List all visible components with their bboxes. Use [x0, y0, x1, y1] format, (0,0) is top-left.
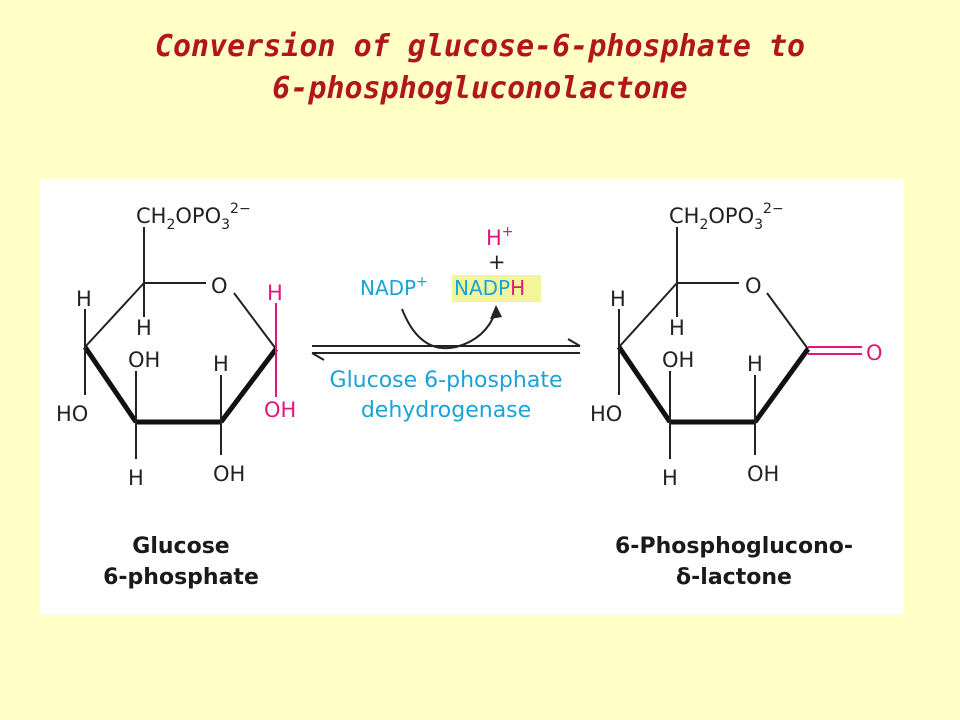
slide-title: Conversion of glucose-6-phosphate to 6-p…	[0, 26, 960, 110]
product-c3-oh: OH	[662, 348, 694, 372]
nadp-plus-label: NADP+	[360, 274, 428, 300]
product-c4-h: H	[610, 287, 626, 311]
bond-c2-c1	[219, 347, 278, 424]
phosphoglucono-lactone-structure: CH2OPO32− O H H OH H O HO H OH 6-Phospho…	[590, 201, 883, 590]
product-c4-ho: HO	[590, 402, 622, 426]
bond-o-c1-product	[766, 292, 809, 350]
reactant-ring-oxygen: O	[211, 274, 228, 298]
product-c2-oh: OH	[747, 462, 779, 486]
product-ch2opo3-label: CH2OPO32−	[669, 201, 784, 233]
reactant-c4-h: H	[76, 287, 92, 311]
product-name-line-2: δ-lactone	[676, 565, 792, 590]
h-plus-label: H+	[486, 224, 514, 250]
title-line-2: 6-phosphogluconolactone	[272, 71, 688, 106]
reverse-arrowhead	[311, 352, 325, 361]
bond-c5-c4-product	[618, 282, 678, 348]
reactant-anomeric-oh: OH	[264, 398, 296, 422]
reactant-c3-oh: OH	[128, 348, 160, 372]
nadph-label: NADPH	[454, 276, 525, 300]
plus-sign: +	[488, 250, 506, 274]
forward-arrowhead	[567, 338, 581, 347]
bond-c4-c3	[82, 345, 139, 424]
reactant-anomeric-h: H	[267, 281, 283, 305]
cofactor-arrowhead	[490, 305, 502, 319]
reaction-center: H+ + NADP+ NADPH Glucose 6-phosphate deh…	[311, 224, 581, 423]
product-c2-h: H	[747, 352, 763, 376]
product-c5-h: H	[669, 316, 685, 340]
product-ring-oxygen: O	[745, 274, 762, 298]
product-c3-h: H	[662, 466, 678, 490]
bond-c5-c4	[84, 282, 145, 348]
product-name-line-1: 6-Phosphoglucono-	[615, 534, 853, 559]
bond-o-c1	[233, 292, 277, 350]
reactant-c3-h: H	[128, 466, 144, 490]
reactant-name-line-1: Glucose	[132, 534, 229, 559]
title-line-1: Conversion of glucose-6-phosphate to	[154, 29, 806, 64]
reactant-c5-h: H	[136, 316, 152, 340]
reactant-ch2opo3-label: CH2OPO32−	[136, 201, 251, 233]
reactant-name-line-2: 6-phosphate	[103, 565, 259, 590]
reaction-panel: CH2OPO32− O H H H OH H OH HO H OH Glucos…	[40, 179, 904, 615]
nadph-highlight	[452, 275, 541, 302]
glucose-6-phosphate-structure: CH2OPO32− O H H H OH H OH HO H OH Glucos…	[56, 201, 296, 590]
reactant-c4-ho: HO	[56, 402, 88, 426]
reactant-c2-oh: OH	[213, 462, 245, 486]
product-carbonyl-oxygen: O	[866, 341, 883, 365]
enzyme-name-line-2: dehydrogenase	[361, 398, 531, 423]
enzyme-name-line-1: Glucose 6-phosphate	[330, 368, 563, 393]
reaction-diagram: CH2OPO32− O H H H OH H OH HO H OH Glucos…	[56, 201, 883, 590]
cofactor-curved-arrow	[401, 308, 497, 350]
bond-c4-c3-product	[616, 345, 673, 424]
reactant-c2-h: H	[213, 352, 229, 376]
bond-c2-c1-product	[752, 347, 811, 424]
